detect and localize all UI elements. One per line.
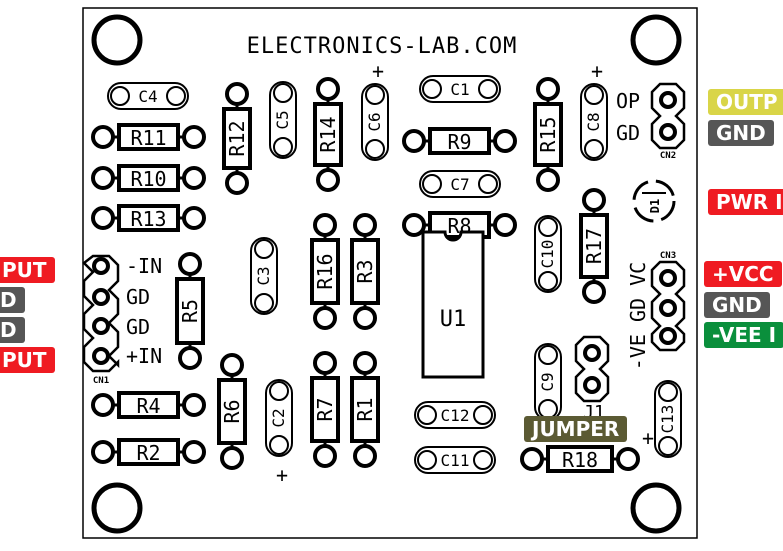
resistor-r11: R11 bbox=[91, 123, 206, 151]
cn3-label: CN3 bbox=[660, 251, 676, 261]
mounting-hole-top-right bbox=[630, 14, 682, 66]
resistor-r2-label: R2 bbox=[136, 441, 160, 465]
capacitor-c11-label: C11 bbox=[441, 451, 470, 470]
resistor-r4-label: R4 bbox=[136, 394, 160, 418]
capacitor-c7: C7 bbox=[419, 170, 501, 198]
resistor-r10-label: R10 bbox=[130, 167, 166, 191]
capacitor-c2-label: C2 bbox=[269, 408, 288, 427]
resistor-r7-label: R7 bbox=[313, 397, 337, 421]
cn3-pins: -VE GD VC bbox=[626, 262, 650, 370]
resistor-r1-label: R1 bbox=[353, 397, 377, 421]
diode-d1-label: D1 bbox=[648, 199, 662, 213]
capacitor-c10: C10 bbox=[534, 215, 562, 293]
cn1-pin-plus-in: +IN bbox=[126, 344, 162, 368]
resistor-r12-label: R12 bbox=[225, 120, 249, 156]
ic-u1-label: U1 bbox=[440, 307, 467, 332]
capacitor-c5-label: C5 bbox=[273, 110, 292, 129]
connector-cn1: -IN GD GD +IN CN1 bbox=[82, 254, 162, 386]
resistor-r18: R18 bbox=[520, 445, 640, 473]
resistor-r13: R13 bbox=[91, 204, 206, 232]
resistor-r5: R5 bbox=[175, 252, 205, 370]
capacitor-c4: C4 bbox=[107, 82, 189, 110]
diode-d1: D1 bbox=[632, 179, 676, 223]
connector-cn3: CN3 -VE GD VC bbox=[626, 251, 686, 370]
board-title: ELECTRONICS-LAB.COM bbox=[247, 34, 518, 59]
resistor-r14-label: R14 bbox=[316, 116, 340, 152]
tag-output: OUTP bbox=[708, 89, 783, 115]
c6-polarity-plus: + bbox=[372, 59, 384, 83]
c8-polarity-plus: + bbox=[591, 59, 603, 83]
capacitor-c1: C1 bbox=[419, 75, 501, 103]
capacitor-c12-label: C12 bbox=[441, 406, 470, 425]
cn1-label: CN1 bbox=[93, 376, 109, 386]
capacitor-c9: C9 bbox=[534, 343, 562, 421]
capacitor-c12: C12 bbox=[414, 401, 496, 429]
capacitor-c7-label: C7 bbox=[450, 175, 469, 194]
resistor-r15-label: R15 bbox=[536, 116, 560, 152]
mounting-hole-bottom-left bbox=[91, 482, 143, 534]
capacitor-c8: C8 bbox=[580, 83, 608, 161]
resistor-r6: R6 bbox=[217, 353, 247, 470]
capacitor-c13-label: C13 bbox=[658, 405, 677, 434]
cn1-pin-minus-in: -IN bbox=[126, 254, 162, 278]
c2-polarity-plus: + bbox=[276, 463, 288, 487]
resistor-r16-label: R16 bbox=[313, 253, 337, 289]
capacitor-c6-label: C6 bbox=[365, 112, 384, 131]
resistor-r16: R16 bbox=[310, 213, 340, 330]
tag-gnd-left-2: D bbox=[0, 317, 25, 343]
resistor-r9: R9 bbox=[402, 127, 517, 155]
capacitor-c2: C2 bbox=[265, 379, 293, 457]
resistor-r9-label: R9 bbox=[447, 130, 471, 154]
resistor-r11-label: R11 bbox=[130, 126, 166, 150]
resistor-r2: R2 bbox=[91, 438, 206, 466]
capacitor-c4-label: C4 bbox=[138, 87, 157, 106]
capacitor-c5: C5 bbox=[269, 81, 297, 159]
resistor-r17: R17 bbox=[579, 188, 609, 304]
resistor-r15: R15 bbox=[533, 77, 563, 192]
cn1-pin-gd-1: GD bbox=[126, 285, 150, 309]
tag-gnd-output: GND bbox=[708, 120, 774, 146]
resistor-r5-label: R5 bbox=[178, 299, 202, 323]
tag-vee: -VEE I bbox=[704, 322, 783, 348]
resistor-r10: R10 bbox=[91, 164, 206, 192]
capacitor-c6: C6 bbox=[361, 83, 389, 161]
resistor-r12: R12 bbox=[222, 82, 252, 195]
resistor-r3: R3 bbox=[350, 213, 380, 330]
tag-jumper: JUMPER bbox=[524, 416, 628, 442]
tag-gnd-left-1: D bbox=[0, 287, 25, 313]
tag-power-led: PWR I bbox=[708, 189, 783, 215]
connector-cn2: OP GD CN2 bbox=[616, 82, 686, 161]
resistor-r18-label: R18 bbox=[562, 448, 598, 472]
capacitor-c11: C11 bbox=[414, 446, 496, 474]
resistor-r14: R14 bbox=[313, 77, 343, 192]
ic-u1: U1 bbox=[421, 230, 485, 379]
capacitor-c10-label: C10 bbox=[538, 240, 557, 269]
mounting-hole-bottom-right bbox=[630, 482, 682, 534]
resistor-r6-label: R6 bbox=[220, 399, 244, 423]
tag-input-top: PUT bbox=[0, 257, 55, 283]
capacitor-c13: C13 bbox=[654, 380, 682, 458]
mounting-hole-top-left bbox=[91, 14, 143, 66]
resistor-r3-label: R3 bbox=[353, 259, 377, 283]
resistor-r13-label: R13 bbox=[130, 207, 166, 231]
cn1-pin-gd-2: GD bbox=[126, 315, 150, 339]
resistor-r17-label: R17 bbox=[582, 228, 606, 264]
tag-input-bottom: PUT bbox=[0, 347, 55, 373]
capacitor-c9-label: C9 bbox=[538, 372, 557, 391]
resistor-r4: R4 bbox=[91, 391, 206, 419]
capacitor-c3-label: C3 bbox=[254, 266, 273, 285]
c13-polarity-plus: + bbox=[642, 426, 654, 450]
cn2-pin-gd: GD bbox=[616, 121, 640, 145]
resistor-r7: R7 bbox=[310, 351, 340, 468]
cn2-label: CN2 bbox=[660, 151, 676, 161]
tag-vcc: +VCC bbox=[704, 261, 782, 287]
cn2-pin-op: OP bbox=[616, 89, 640, 113]
capacitor-c1-label: C1 bbox=[450, 80, 469, 99]
capacitor-c3: C3 bbox=[250, 237, 278, 315]
tag-gnd-power: GND bbox=[704, 292, 770, 318]
resistor-r1: R1 bbox=[350, 351, 380, 468]
capacitor-c8-label: C8 bbox=[584, 112, 603, 131]
